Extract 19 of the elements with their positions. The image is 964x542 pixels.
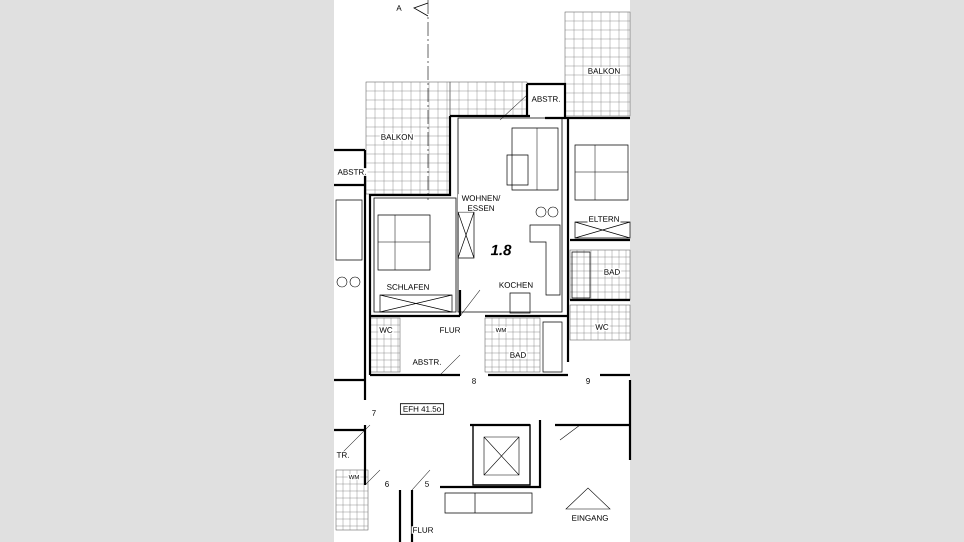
room-label: ABSTR. (412, 358, 442, 366)
room-label: BAD (508, 351, 528, 359)
room-label: ABSTR. (336, 168, 368, 176)
room-label: WC (378, 326, 394, 334)
room-label: WOHNEN/ ESSEN (458, 194, 504, 212)
room-label: BALKON (380, 133, 414, 141)
room-label: ABSTR. (530, 95, 562, 103)
room-label: KOCHEN (498, 281, 534, 289)
room-label: FLUR (438, 326, 462, 334)
room-label: SCHLAFEN (386, 283, 430, 291)
unit-number: 1.8 (490, 244, 512, 256)
room-label: FLUR (412, 526, 434, 534)
room-label: ELTERN (588, 215, 620, 223)
room-label: WC (594, 323, 610, 331)
room-label: EINGANG (570, 514, 610, 522)
room-label: BAD (602, 268, 622, 276)
level-box: EFH 41.5o (400, 403, 444, 415)
room-label: BALKON (586, 67, 622, 75)
room-label: TR. (336, 451, 350, 459)
